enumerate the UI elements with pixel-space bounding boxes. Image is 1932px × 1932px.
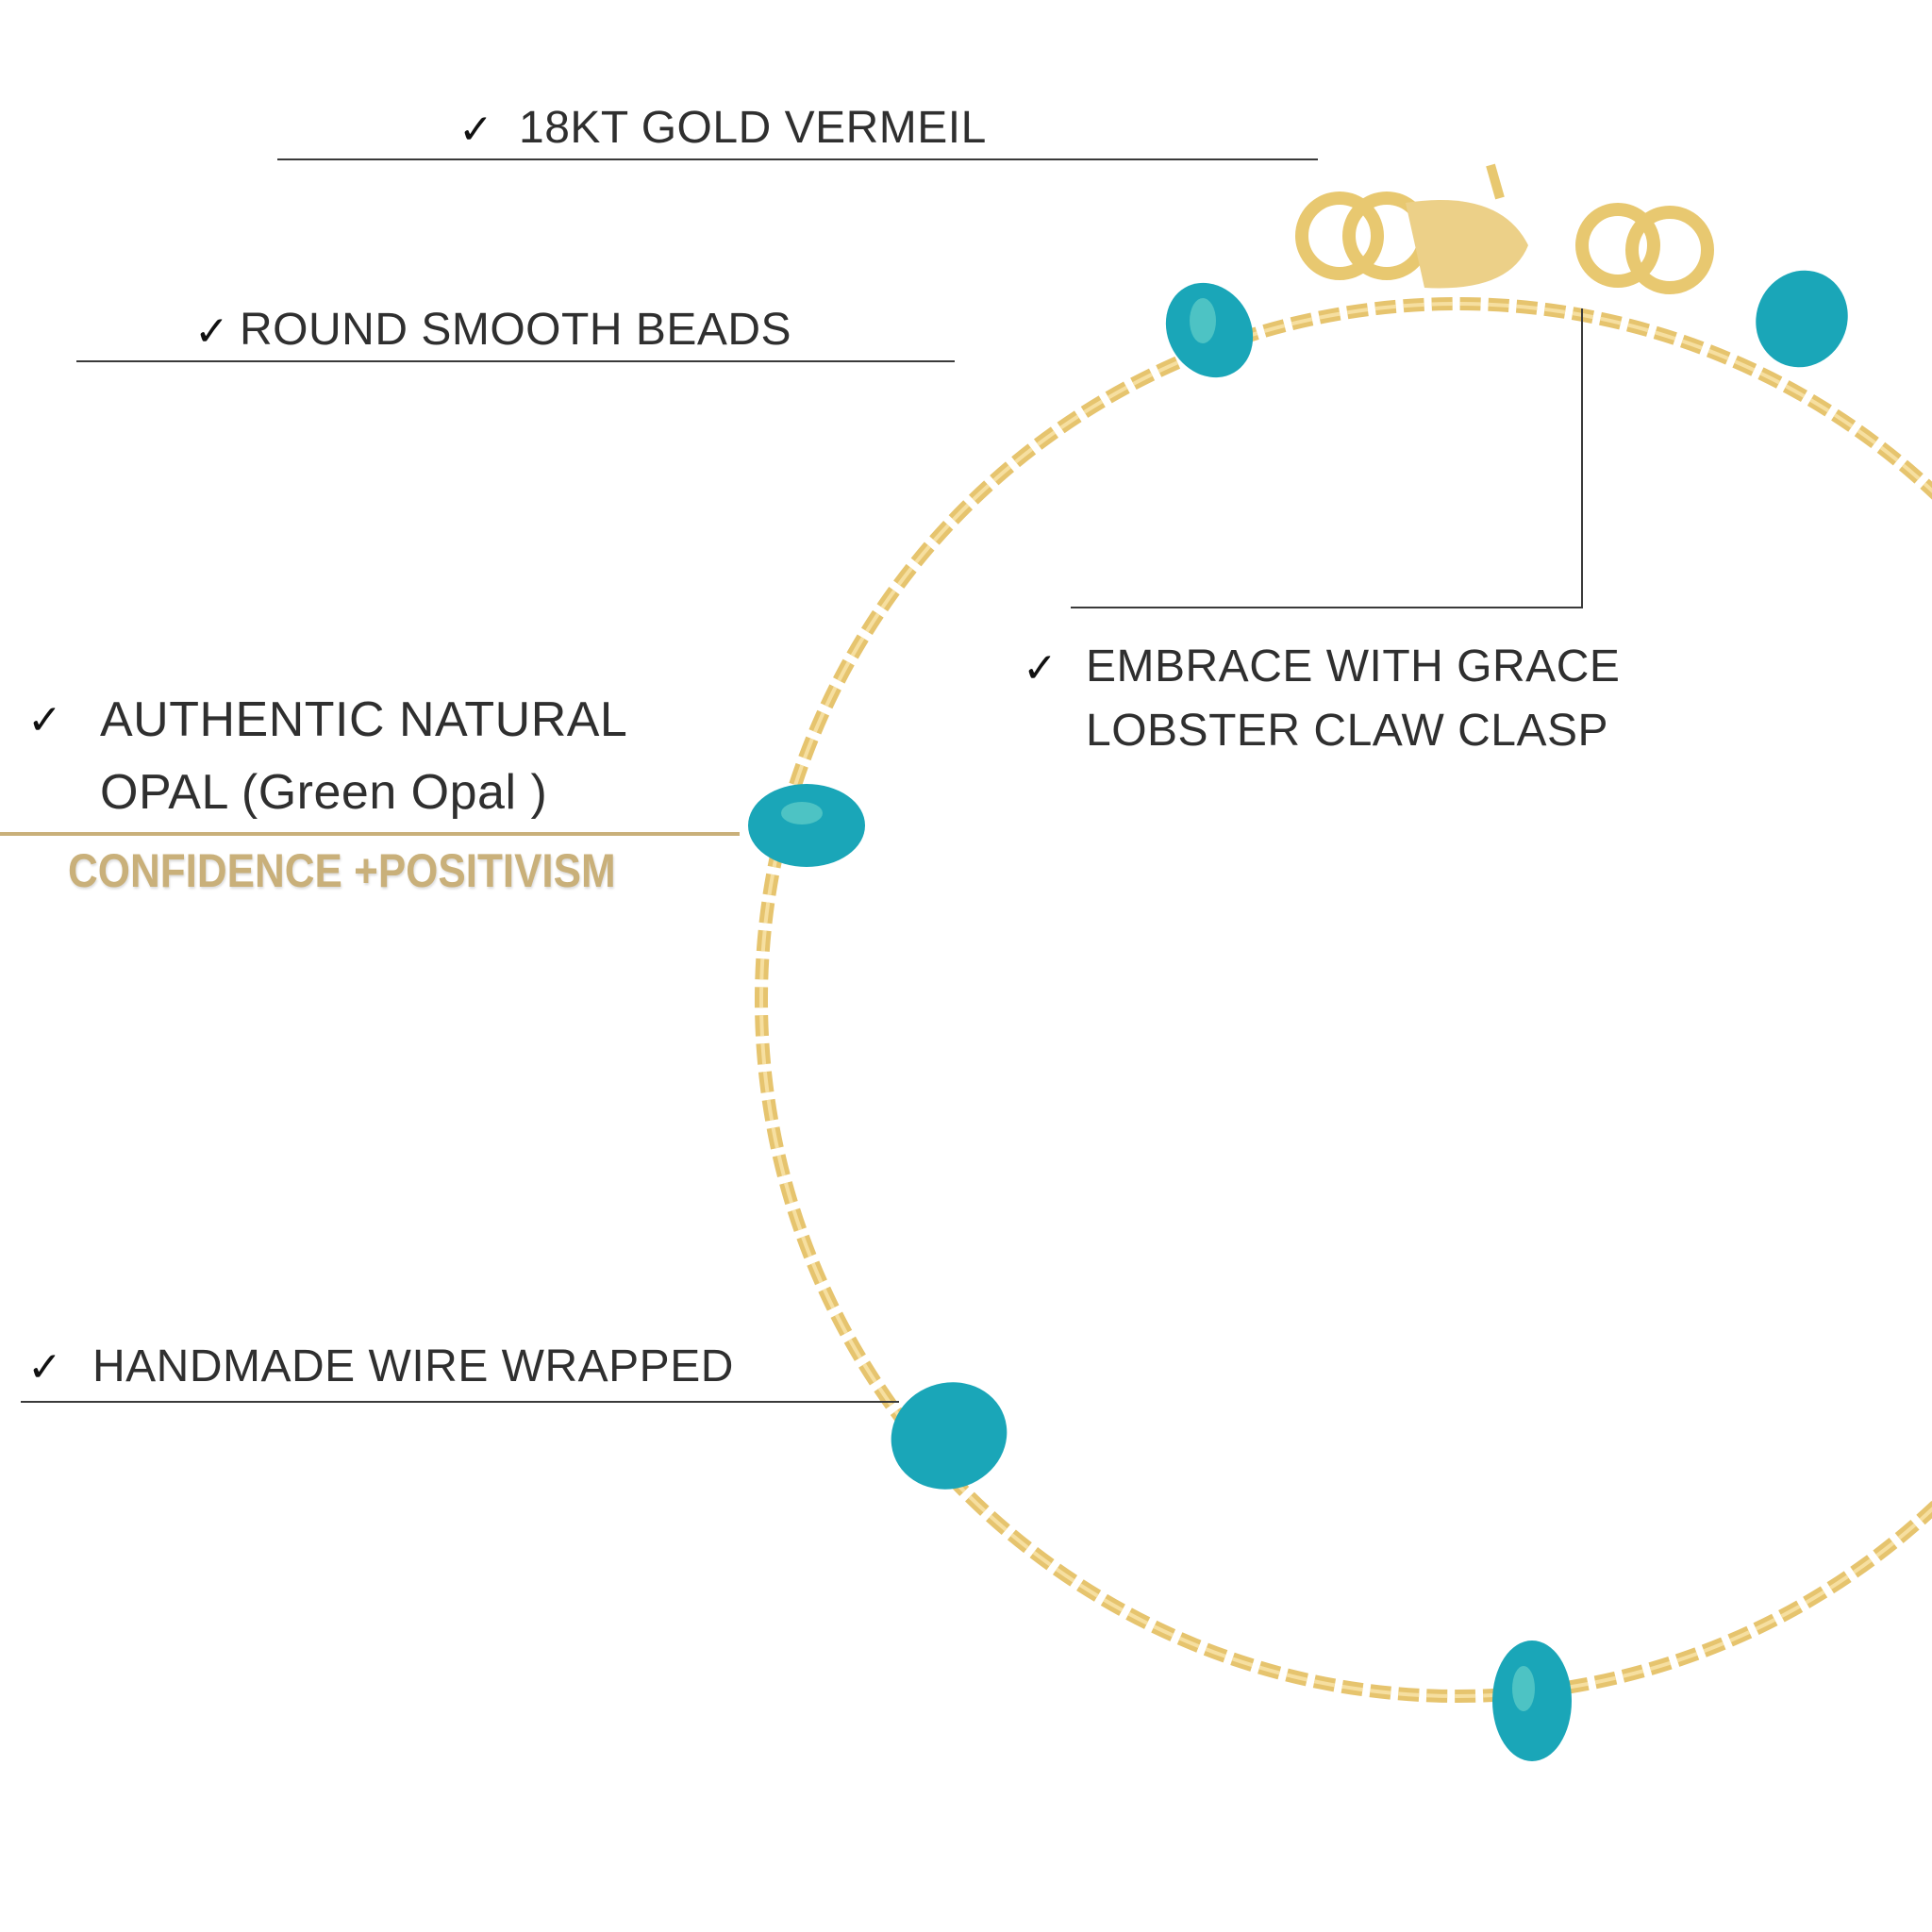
check-icon: ✓: [194, 308, 229, 356]
callout-line: [277, 158, 1318, 160]
callout-line: [76, 360, 955, 362]
check-icon: ✓: [27, 1343, 62, 1391]
callout-line: [1581, 308, 1583, 608]
callout-line: [21, 1401, 899, 1403]
opal-bead: [1756, 270, 1848, 368]
opal-bead: [748, 784, 865, 867]
feature-opal-line2: OPAL (Green Opal ): [100, 765, 548, 820]
feature-opal-line1: AUTHENTIC NATURAL: [100, 692, 628, 747]
check-icon: ✓: [27, 696, 62, 744]
opal-beads: [748, 270, 1848, 1761]
feature-clasp-line2: LOBSTER CLAW CLASP: [1086, 706, 1609, 756]
feature-handmade: HANDMADE WIRE WRAPPED: [92, 1341, 734, 1391]
check-icon: ✓: [1023, 644, 1058, 692]
lobster-clasp: [1295, 163, 1714, 294]
opal-bead: [891, 1382, 1008, 1490]
tagline: CONFIDENCE +POSITIVISM: [68, 844, 616, 897]
feature-gold-vermeil: 18KT GOLD VERMEIL: [519, 103, 987, 153]
feature-clasp-line1: EMBRACE WITH GRACE: [1086, 641, 1621, 691]
callout-line-gold: [0, 832, 740, 836]
check-icon: ✓: [458, 106, 493, 154]
feature-round-beads: ROUND SMOOTH BEADS: [240, 305, 792, 355]
callout-line: [1071, 607, 1583, 608]
